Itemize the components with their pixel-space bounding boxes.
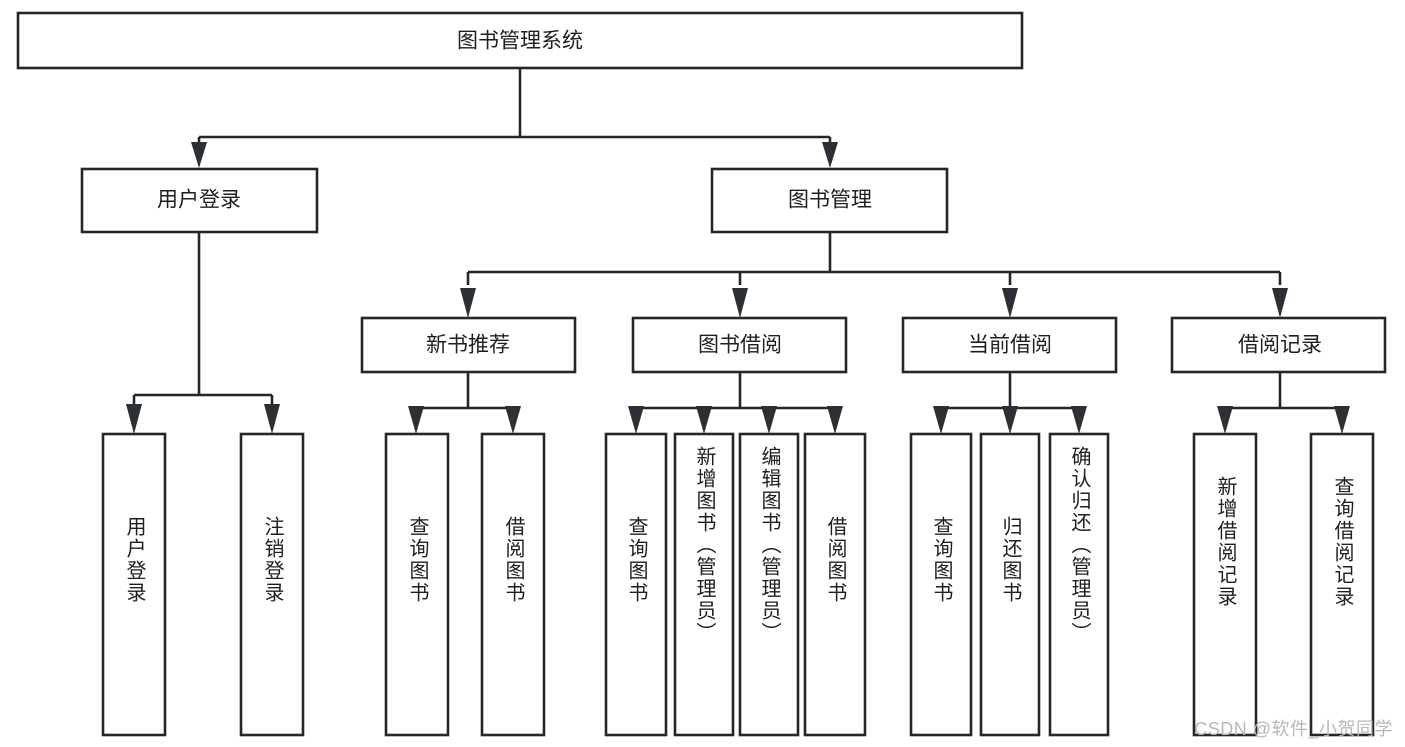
arrow-to-user-login: [191, 142, 207, 168]
arrow-leaf-02: [264, 404, 280, 434]
leaf-node-query-book-2-box[interactable]: [604, 432, 668, 737]
leaf-node-query-book-3-box[interactable]: [909, 432, 973, 737]
node-current-borrow[interactable]: 当前借阅: [901, 316, 1118, 374]
leaf-node-user-login[interactable]: 用户登录: [101, 432, 167, 737]
arrow-leaf-05: [628, 406, 644, 434]
leaf-node-query-borrow-record-label: 查询借阅记录: [1331, 476, 1354, 608]
arrow-to-book-manage: [822, 142, 838, 168]
node-new-book-recommend[interactable]: 新书推荐: [360, 316, 577, 374]
node-user-login-box[interactable]: [80, 167, 319, 234]
node-book-manage-box[interactable]: [710, 167, 949, 234]
leaf-node-add-book-admin[interactable]: 新增图书（管理员）: [673, 432, 735, 737]
node-book-manage-label: 图书管理: [788, 189, 872, 212]
leaf-node-borrow-book-2[interactable]: 借阅图书: [803, 432, 867, 737]
connector-group-book-manage: [460, 232, 1288, 318]
node-user-login[interactable]: 用户登录: [80, 167, 319, 234]
arrow-leaf-12: [1217, 406, 1233, 434]
arrow-leaf-04: [505, 406, 521, 434]
arrow-to-borrow-record: [1272, 288, 1288, 318]
leaf-node-logout-label: 注销登录: [261, 516, 284, 604]
leaf-node-logout[interactable]: 注销登录: [239, 432, 305, 737]
leaf-node-query-book-1[interactable]: 查询图书: [384, 432, 450, 737]
leaf-node-borrow-book-2-label: 借阅图书: [824, 516, 847, 604]
leaf-node-add-borrow-record-box[interactable]: [1192, 432, 1258, 737]
leaf-node-add-borrow-record[interactable]: 新增借阅记录: [1192, 432, 1258, 737]
leaf-node-query-book-1-box[interactable]: [384, 432, 450, 737]
leaf-node-borrow-book-2-box[interactable]: [803, 432, 867, 737]
arrow-leaf-07: [761, 406, 777, 434]
leaf-node-edit-book-admin[interactable]: 编辑图书（管理员）: [738, 432, 800, 737]
arrow-leaf-11: [1071, 406, 1087, 434]
connector-group-root: [191, 68, 838, 168]
node-current-borrow-box[interactable]: [901, 316, 1118, 374]
node-borrow-record-box[interactable]: [1170, 316, 1387, 374]
leaf-node-user-login-box[interactable]: [101, 432, 167, 737]
leaf-node-borrow-book-1-box[interactable]: [480, 432, 546, 737]
leaf-node-query-book-3-label: 查询图书: [930, 516, 953, 604]
connector-group-current-borrow: [933, 372, 1087, 434]
arrow-leaf-09: [933, 406, 949, 434]
node-new-book-recommend-label: 新书推荐: [426, 334, 510, 357]
leaf-node-return-book-box[interactable]: [979, 432, 1041, 737]
node-current-borrow-label: 当前借阅: [968, 334, 1052, 357]
arrow-leaf-03: [408, 406, 424, 434]
leaf-node-query-book-2[interactable]: 查询图书: [604, 432, 668, 737]
leaf-node-edit-book-admin-box[interactable]: [738, 432, 800, 737]
leaf-node-add-book-admin-box[interactable]: [673, 432, 735, 737]
connector-group-user-login: [126, 232, 280, 434]
arrow-leaf-13: [1334, 406, 1350, 434]
arrow-to-new-book-recommend: [460, 288, 476, 318]
node-root[interactable]: 图书管理系统: [16, 11, 1024, 70]
leaf-node-confirm-return-admin[interactable]: 确认归还（管理员）: [1048, 432, 1110, 737]
node-book-manage[interactable]: 图书管理: [710, 167, 949, 234]
node-borrow-record[interactable]: 借阅记录: [1170, 316, 1387, 374]
leaf-node-logout-box[interactable]: [239, 432, 305, 737]
arrow-leaf-10: [1002, 406, 1018, 434]
arrow-leaf-01: [126, 404, 142, 434]
leaf-node-add-borrow-record-label: 新增借阅记录: [1214, 476, 1237, 608]
node-new-book-recommend-box[interactable]: [360, 316, 577, 374]
leaf-node-borrow-book-1-label: 借阅图书: [502, 516, 525, 604]
csdn-watermark: CSDN @软件_小贺同学: [1194, 719, 1393, 739]
node-root-label: 图书管理系统: [457, 30, 583, 53]
leaf-node-return-book-label: 归还图书: [999, 516, 1022, 604]
leaf-node-edit-book-admin-label: 编辑图书（管理员）: [758, 446, 781, 644]
connector-group-borrow-record: [1217, 372, 1350, 434]
node-root-box[interactable]: [16, 11, 1024, 70]
arrow-to-book-borrow: [732, 288, 748, 318]
node-user-login-label: 用户登录: [157, 189, 241, 212]
node-borrow-record-label: 借阅记录: [1238, 334, 1322, 357]
arrow-leaf-06: [696, 406, 712, 434]
leaf-node-confirm-return-admin-label: 确认归还（管理员）: [1068, 446, 1091, 644]
leaf-node-confirm-return-admin-box[interactable]: [1048, 432, 1110, 737]
leaf-node-query-book-2-label: 查询图书: [625, 516, 648, 604]
leaf-node-add-book-admin-label: 新增图书（管理员）: [693, 446, 716, 644]
arrow-to-current-borrow: [1002, 288, 1018, 318]
leaf-node-query-book-3[interactable]: 查询图书: [909, 432, 973, 737]
leaf-node-user-login-label: 用户登录: [123, 516, 146, 604]
leaf-node-return-book[interactable]: 归还图书: [979, 432, 1041, 737]
node-book-borrow-label: 图书借阅: [698, 334, 782, 357]
leaf-node-query-book-1-label: 查询图书: [406, 516, 429, 604]
node-book-borrow[interactable]: 图书借阅: [631, 316, 848, 374]
node-book-borrow-box[interactable]: [631, 316, 848, 374]
connector-group-book-borrow: [628, 372, 843, 434]
leaf-node-query-borrow-record-box[interactable]: [1309, 432, 1375, 737]
arrow-leaf-08: [827, 406, 843, 434]
connector-group-new-book-recommend: [408, 372, 521, 434]
leaf-node-borrow-book-1[interactable]: 借阅图书: [480, 432, 546, 737]
leaf-node-query-borrow-record[interactable]: 查询借阅记录: [1309, 432, 1375, 737]
